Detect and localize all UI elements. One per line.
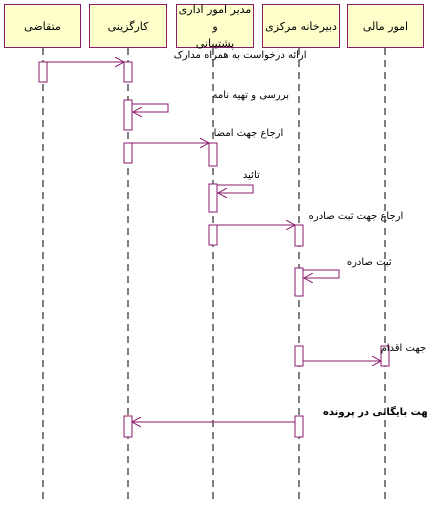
participant-label: مدیر امور اداری و پشتیبانی [178,2,252,50]
activation-bar [208,142,218,167]
message-label: ارجاع جهت اقدام [381,343,427,354]
activation-bar [208,224,218,246]
activation-bar [208,183,218,213]
activation-bar [294,224,304,247]
participant-admin-manager: مدیر امور اداری و پشتیبانی [176,3,254,50]
message-label: ثبت صادره [347,257,392,268]
activation-bar [38,61,48,83]
activation-bar [294,415,304,438]
activation-bar [123,61,133,83]
participant-finance: امور مالی [347,4,424,48]
message-label: ارائه درخواست به همراه مدارک [174,50,307,61]
activation-bar [123,99,133,131]
participant-personnel: کارگزینی [89,4,167,48]
activation-bar [294,345,304,367]
message-label: تائید [243,170,260,181]
participant-label: متقاضی [24,19,61,33]
self-message-arrow [303,269,340,278]
self-message-arrow [132,103,169,112]
activation-bar [123,142,133,164]
participant-label: کارگزینی [107,19,149,33]
activation-bar [123,415,133,438]
participant-central-secretariat: دبیرخانه مرکزی [262,4,340,48]
participant-label: دبیرخانه مرکزی [265,19,337,33]
activation-bar [294,267,304,297]
participant-label: امور مالی [362,19,409,33]
participant-applicant: متقاضی [4,4,81,48]
self-message-arrow [217,184,254,193]
message-label: ارسال جهت بایگانی در پرونده [323,405,427,418]
message-label: بررسی و تهیه نامه [213,90,290,101]
message-label: ارجاع جهت ثبت صادره [309,211,404,222]
message-label: ارجاع جهت امضا [214,128,284,139]
